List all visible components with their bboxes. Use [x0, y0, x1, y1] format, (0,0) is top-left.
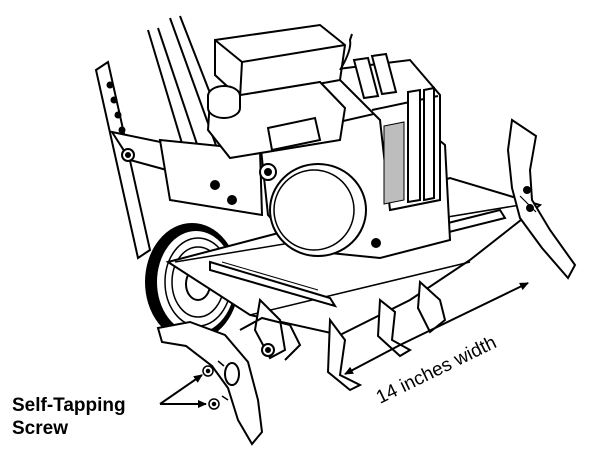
callout-label-line1: Self-Tapping	[12, 395, 126, 416]
right-tine	[506, 118, 577, 280]
depth-bar	[94, 60, 187, 260]
center-tines	[253, 279, 447, 392]
callout-label-line2: Screw	[12, 418, 68, 439]
engine	[206, 23, 452, 260]
left-tine	[156, 316, 302, 446]
width-dimension-arrow	[344, 282, 529, 375]
callout-arrows	[159, 374, 207, 408]
self-tapping-screws	[202, 360, 229, 410]
